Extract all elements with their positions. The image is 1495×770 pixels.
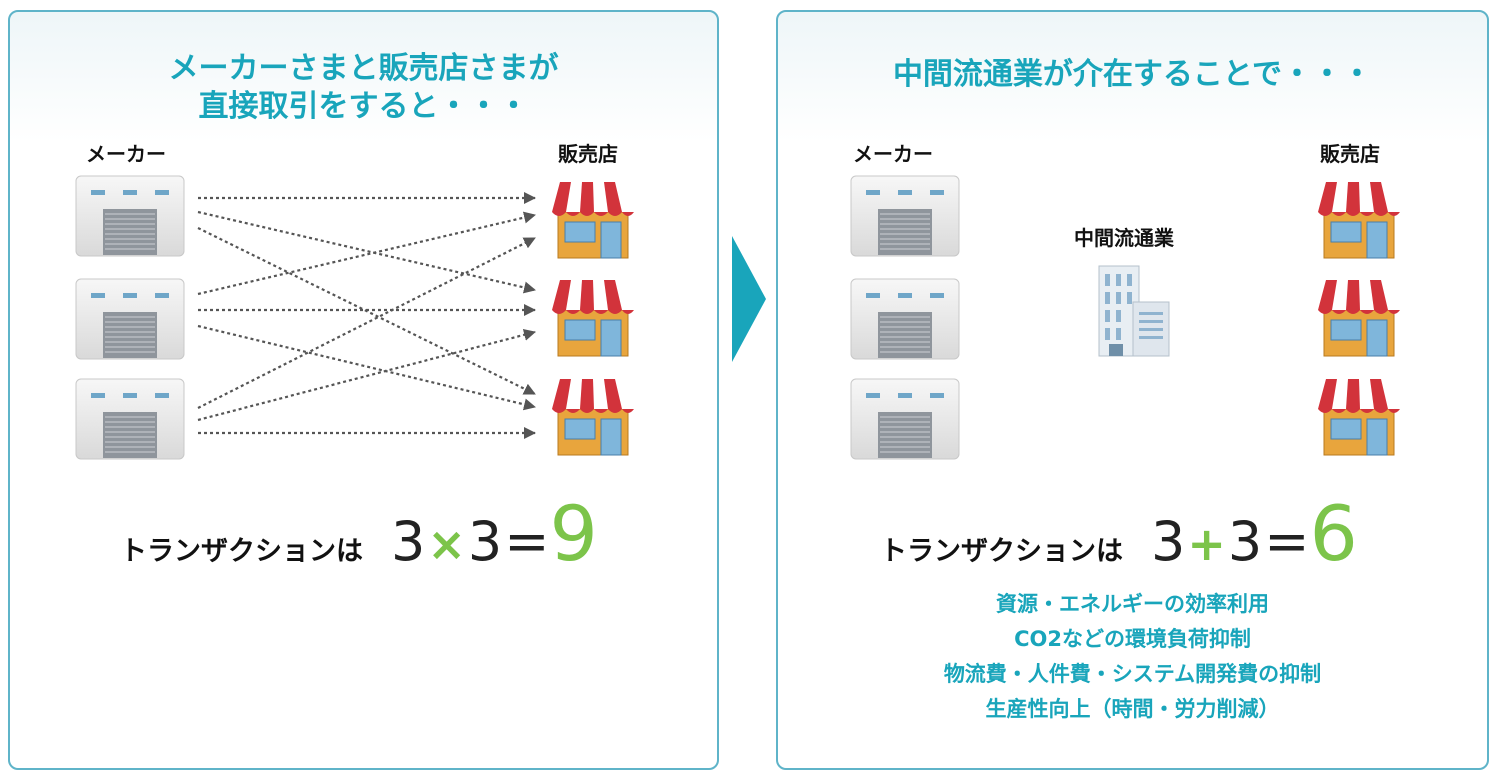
formula-label: トランザクションは [880,536,1123,567]
formula-operand-a: 3 [391,510,426,573]
formula-equals: = [504,510,550,573]
formula-operand-b: 3 [1227,510,1263,573]
benefit-item: CO2などの環境負荷抑制 [1014,627,1251,651]
office-building-icon [1093,262,1173,358]
shop-icon [548,375,638,457]
formula-operator: × [427,517,466,571]
shop-label: 販売店 [1320,142,1380,166]
benefit-item: 物流費・人件費・システム開発費の抑制 [943,662,1322,686]
formula-equals: = [1264,510,1310,573]
shop-icon [548,276,638,358]
formula-operand-b: 3 [467,510,503,573]
formula-result: 9 [549,489,598,578]
panel-title: 中間流通業が介在することで・・・ [892,57,1373,92]
factory-icon [850,278,960,360]
benefit-item: 資源・エネルギーの効率利用 [996,592,1269,616]
factory-icon [75,378,185,460]
benefit-item: 生産性向上（時間・労力削減） [985,697,1280,721]
benefits-list: 資源・エネルギーの効率利用 CO2などの環境負荷抑制 物流費・人件費・システム開… [778,587,1487,727]
formula-operator: + [1187,517,1226,571]
panel-title-line1: メーカーさまと販売店さまが [168,51,559,86]
panel-title-line2: 直接取引をすると・・・ [198,89,529,124]
factory-icon [75,278,185,360]
factory-icon [850,378,960,460]
intermediary-transaction-formula: トランザクションは 3 + 3 = 6 [880,489,1358,578]
maker-label: メーカー [86,142,166,166]
shop-icon [1314,375,1404,457]
shop-label: 販売店 [558,142,618,166]
formula-result: 6 [1309,489,1358,578]
shop-icon [1314,276,1404,358]
maker-label: メーカー [853,142,933,166]
factory-icon [75,175,185,257]
intermediary-label: 中間流通業 [1074,226,1174,250]
direct-transaction-formula: トランザクションは 3 × 3 = 9 [120,489,598,578]
formula-operand-a: 3 [1151,510,1186,573]
formula-label: トランザクションは [120,536,363,567]
chevron-right-icon [732,236,766,362]
shop-icon [548,178,638,260]
factory-icon [850,175,960,257]
shop-icon [1314,178,1404,260]
